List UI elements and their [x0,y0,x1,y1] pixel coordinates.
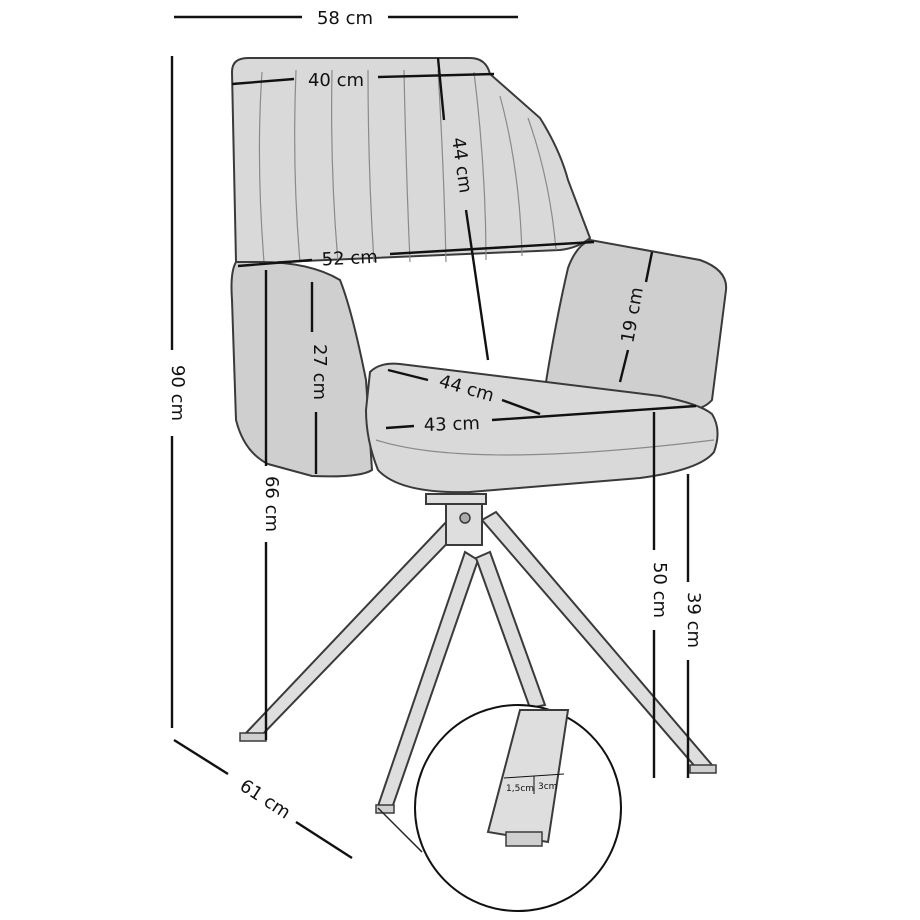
label-seat-floor-height: 39 cm [683,592,704,648]
label-backrest-width: 40 cm [308,70,364,91]
label-armrest-floor-height: 66 cm [261,476,282,532]
dim-line-seat-width [385,424,415,430]
dim-line-armrest-height [644,251,654,283]
chair-illustration [230,57,728,814]
label-leg-thickness-a: 1,5cm [506,784,534,794]
dim-line-backrest-height [436,57,446,121]
label-seat-floor-height-front: 50 cm [649,562,670,618]
dim-line-seat-depth [387,368,429,382]
seat-cushion [364,362,719,494]
foot-glide [239,732,267,742]
label-side-height: 27 cm [309,344,330,400]
label-seat-width-at-arms: 52 cm [321,247,378,271]
leg-detail-callout: 1,5cm 3cm [377,704,622,912]
swivel-plate [425,493,487,505]
label-leg-thickness-b: 3cm [538,782,557,792]
backrest [230,57,592,265]
foot-glide [689,764,717,774]
left-armrest [230,261,374,478]
foot-glide [375,804,395,814]
leg-back-left [243,518,464,737]
dim-line-backrest-width [231,77,295,86]
leg-detail-glide [505,831,543,847]
dim-line-depth [173,738,229,776]
dim-line-seat-width-at-arms [237,258,313,268]
label-total-height: 90 cm [167,365,188,421]
label-width-top: 58 cm [317,8,373,29]
label-depth: 61 cm [236,775,294,823]
backrest-seams [258,69,557,263]
chair-base [239,493,717,814]
leg-front-right [474,550,547,710]
label-seat-width: 43 cm [423,413,480,436]
dimension-lines [170,15,697,860]
